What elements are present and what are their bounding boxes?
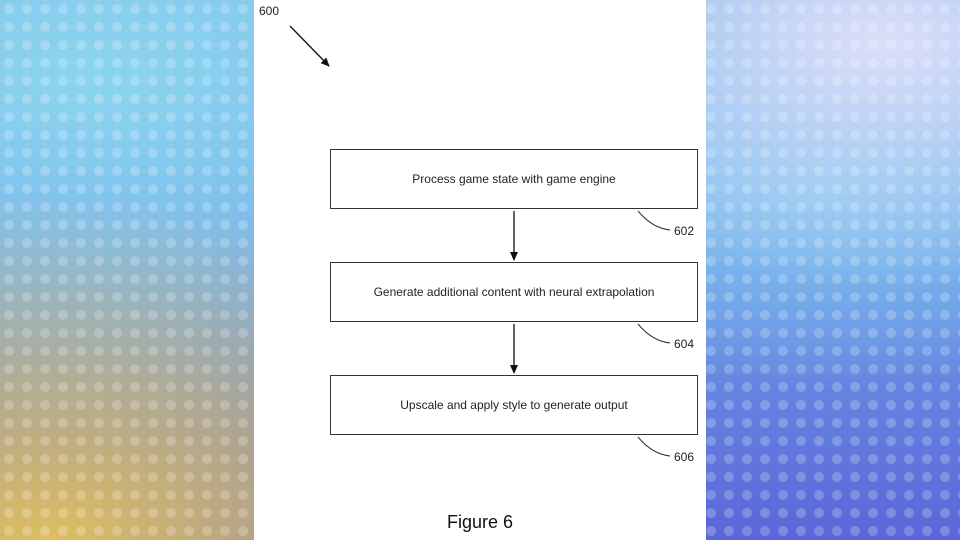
step-ref-604: 604	[674, 337, 695, 351]
step-box-602: Process game state with game engine	[330, 149, 698, 209]
step-label-602: Process game state with game engine	[412, 172, 616, 186]
step-ref-602: 602	[674, 224, 695, 238]
figure-reference-number: 600	[259, 4, 280, 18]
step-box-606: Upscale and apply style to generate outp…	[330, 375, 698, 435]
step-label-606: Upscale and apply style to generate outp…	[400, 398, 628, 412]
figure-pointer-arrow	[289, 25, 330, 67]
figure-caption: Figure 6	[446, 512, 514, 532]
patent-figure-page: 600 Process game state with game engine …	[254, 0, 706, 540]
step-box-604: Generate additional content with neural …	[330, 262, 698, 322]
leader-line-602	[637, 210, 671, 231]
connector-lines	[289, 25, 671, 457]
step-ref-606: 606	[674, 450, 695, 464]
step-label-604: Generate additional content with neural …	[373, 285, 655, 299]
leader-line-606	[637, 436, 671, 457]
leader-line-604	[637, 323, 671, 344]
